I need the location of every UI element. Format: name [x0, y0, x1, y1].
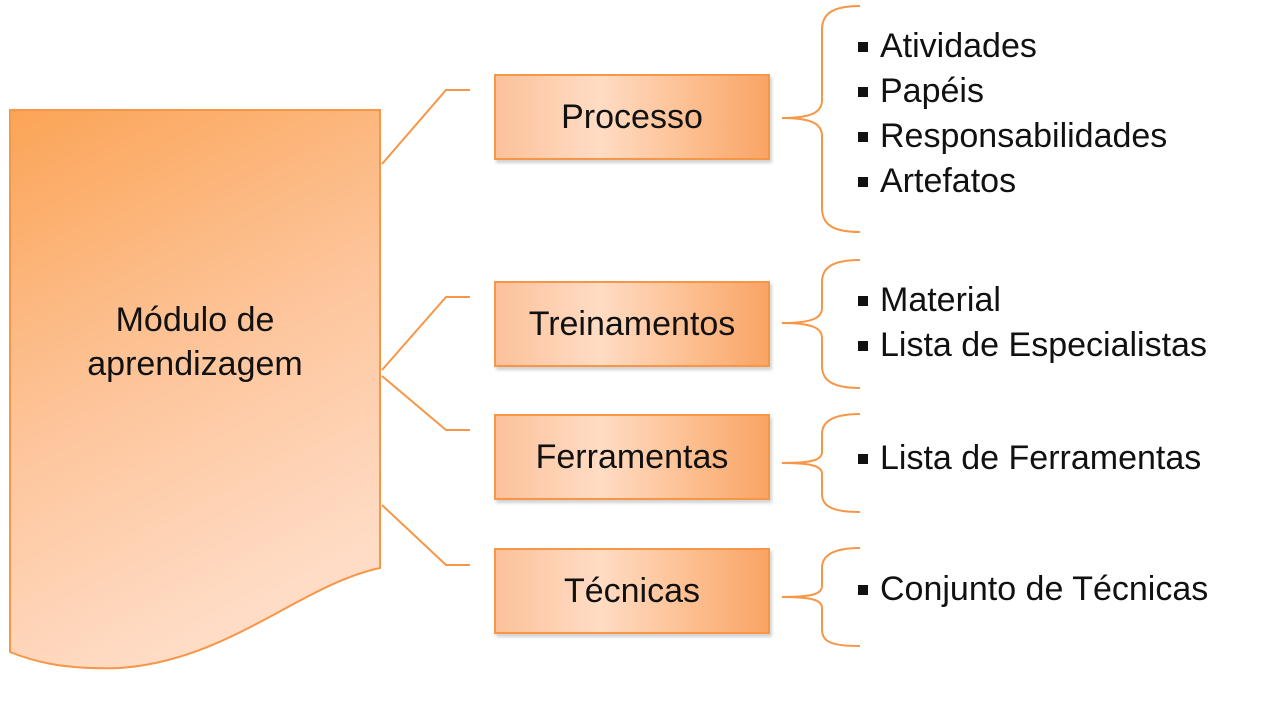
brace-ferramentas: [781, 413, 861, 513]
square-bullet-icon: [858, 584, 868, 595]
main-label-line2: aprendizagem: [87, 345, 303, 383]
branch-box-processo: Processo: [494, 74, 770, 160]
square-bullet-icon: [858, 86, 868, 97]
brace-tecnicas: [781, 547, 861, 647]
list-item: Lista de Ferramentas: [858, 436, 1201, 481]
brace-processo: [781, 5, 861, 233]
items-list-tecnicas: Conjunto de Técnicas: [858, 567, 1208, 612]
branch-box-tecnicas: Técnicas: [494, 548, 770, 634]
connector-tecnicas: [381, 504, 470, 566]
branch-box-treinamentos: Treinamentos: [494, 281, 770, 367]
list-item: Artefatos: [858, 159, 1167, 204]
main-label-line1: Módulo de: [115, 301, 275, 339]
square-bullet-icon: [858, 131, 868, 142]
items-list-processo: Atividades Papéis Responsabilidades Arte…: [858, 24, 1167, 204]
list-item: Material: [858, 278, 1207, 323]
square-bullet-icon: [858, 41, 868, 52]
list-item: Responsabilidades: [858, 114, 1167, 159]
list-item: Papéis: [858, 69, 1167, 114]
brace-treinamentos: [781, 259, 861, 389]
items-list-ferramentas: Lista de Ferramentas: [858, 436, 1201, 481]
square-bullet-icon: [858, 453, 868, 464]
square-bullet-icon: [858, 340, 868, 351]
square-bullet-icon: [858, 176, 868, 187]
list-item: Lista de Especialistas: [858, 323, 1207, 368]
connector-ferramentas: [381, 375, 470, 431]
list-item: Conjunto de Técnicas: [858, 567, 1208, 612]
square-bullet-icon: [858, 295, 868, 306]
branch-box-ferramentas: Ferramentas: [494, 414, 770, 500]
items-list-treinamentos: Material Lista de Especialistas: [858, 278, 1207, 368]
main-document-shape: [9, 109, 381, 670]
list-item: Atividades: [858, 24, 1167, 69]
connector-treinamentos: [381, 296, 470, 371]
main-module-label: Módulo de aprendizagem: [10, 298, 380, 386]
connector-processo: [381, 89, 470, 165]
